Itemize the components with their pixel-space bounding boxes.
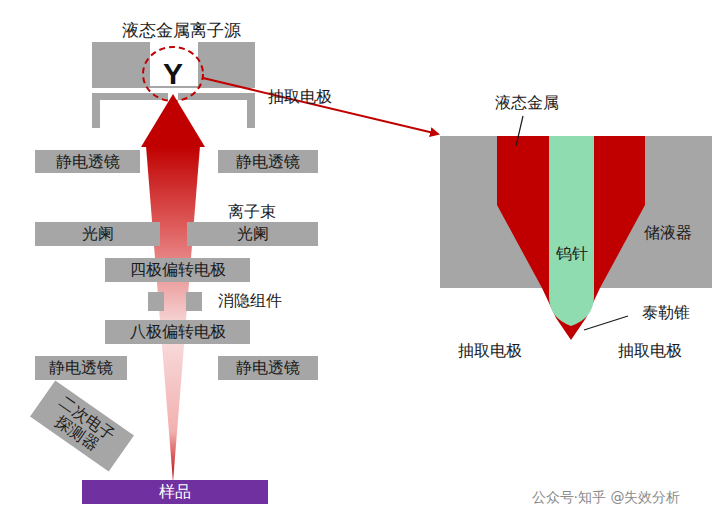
tungsten-needle [549, 136, 594, 326]
electrode-box: 静电透镜 [35, 356, 127, 379]
part-label: 储液器 [644, 223, 692, 242]
part-label: 抽取电极 [618, 341, 682, 360]
part-label: 钨针 [556, 244, 588, 263]
part-label: 液态金属离子源 [122, 20, 241, 40]
tip-symbol: Y [163, 56, 183, 92]
box-text: 样品 [159, 482, 191, 501]
watermark: 公众号·知乎 @失效分析 [529, 488, 684, 507]
electrode-box: 光阑 [187, 222, 318, 245]
leader-line [516, 116, 523, 146]
ion-beam [146, 146, 200, 482]
electrode-box: 八极偏转电极 [105, 320, 250, 343]
part-label: 抽取电极 [268, 87, 332, 106]
part-label: 抽取电极 [458, 341, 522, 360]
electrode-box: 静电透镜 [218, 150, 318, 173]
electrode-box: 静电透镜 [218, 356, 318, 379]
zoom-pointer [203, 78, 438, 134]
box-text: 光阑 [237, 224, 269, 243]
box-text: 静电透镜 [49, 358, 113, 377]
box-text: 光阑 [82, 224, 114, 243]
electrode-box: 静电透镜 [35, 150, 140, 173]
leader-line [584, 316, 628, 330]
electrode-box: 光阑 [35, 222, 160, 245]
part-label: 泰勒锥 [642, 303, 690, 322]
box-text: 静电透镜 [56, 152, 120, 171]
box-text: 二次电子探测器 [45, 392, 120, 460]
sample-bar: 样品 [82, 480, 268, 504]
box-text: 八极偏转电极 [130, 322, 226, 341]
liquid-metal [497, 136, 645, 340]
box-text: 四极偏转电极 [130, 260, 226, 279]
detector-box: 二次电子探测器 [30, 380, 134, 471]
blanker-plate [148, 292, 164, 311]
electrode-box: 四极偏转电极 [105, 258, 250, 281]
part-label: 离子束 [228, 202, 276, 221]
part-label: 消隐组件 [218, 291, 282, 310]
part-label: 液态金属 [495, 93, 559, 112]
blanker-plate [186, 292, 202, 311]
box-text: 静电透镜 [236, 152, 300, 171]
box-text: 静电透镜 [236, 358, 300, 377]
zoom-circle [143, 47, 203, 101]
